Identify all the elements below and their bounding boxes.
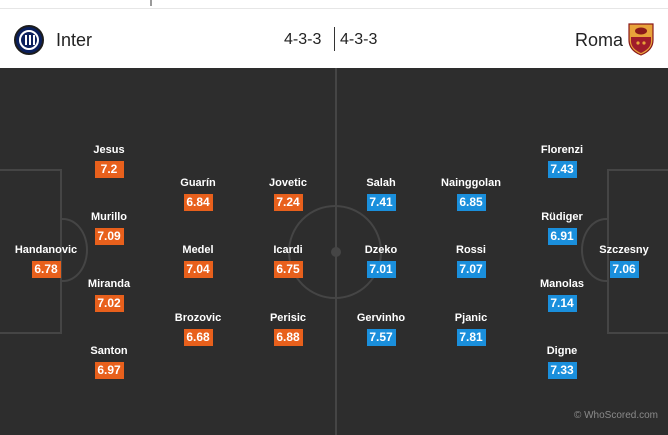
player-rating: 7.14 <box>547 295 577 312</box>
player-card[interactable]: Jovetic 7.24 <box>248 177 328 211</box>
player-rating: 6.88 <box>273 329 303 346</box>
player-rating: 6.85 <box>456 194 486 211</box>
player-card[interactable]: Guarín 6.84 <box>158 177 238 211</box>
away-formation: 4-3-3 <box>340 31 378 48</box>
player-name: Rüdiger <box>541 211 583 223</box>
player-card[interactable]: Dzeko 7.01 <box>341 244 421 278</box>
roma-crest-icon <box>628 23 654 56</box>
player-card[interactable]: Miranda 7.02 <box>69 278 149 312</box>
player-rating: 7.09 <box>94 228 124 245</box>
formation-divider <box>334 27 335 51</box>
player-card[interactable]: Brozovic 6.68 <box>158 312 238 346</box>
player-rating: 7.02 <box>94 295 124 312</box>
player-name: Santon <box>90 345 128 357</box>
player-name: Guarín <box>180 177 216 189</box>
player-rating: 7.41 <box>366 194 396 211</box>
player-rating: 7.07 <box>456 261 486 278</box>
player-rating: 7.04 <box>183 261 213 278</box>
player-card[interactable]: Pjanic 7.81 <box>431 312 511 346</box>
player-card[interactable]: Santon 6.97 <box>69 345 149 379</box>
player-card[interactable]: Perisic 6.88 <box>248 312 328 346</box>
player-name: Nainggolan <box>441 177 501 189</box>
player-name: Perisic <box>269 312 307 324</box>
player-card[interactable]: Jesus 7.2 <box>69 144 149 178</box>
player-card[interactable]: Rossi 7.07 <box>431 244 511 278</box>
player-card[interactable]: Nainggolan 6.85 <box>431 177 511 211</box>
player-card[interactable]: Rüdiger 6.91 <box>522 211 602 245</box>
player-name: Handanovic <box>14 244 78 256</box>
center-circle <box>288 205 382 299</box>
player-name: Dzeko <box>364 244 398 256</box>
penalty-box-right <box>607 169 668 334</box>
player-rating: 7.2 <box>94 161 124 178</box>
penalty-box-left <box>0 169 62 334</box>
center-spot <box>331 247 341 257</box>
player-name: Manolas <box>539 278 584 290</box>
watermark: © WhoScored.com <box>573 410 658 421</box>
player-rating: 6.75 <box>273 261 303 278</box>
player-rating: 6.91 <box>547 228 577 245</box>
player-name: Medel <box>182 244 214 256</box>
player-rating: 7.57 <box>366 329 396 346</box>
player-name: Gervinho <box>356 312 406 324</box>
player-card[interactable]: Salah 7.41 <box>341 177 421 211</box>
player-card[interactable]: Florenzi 7.43 <box>522 144 602 178</box>
player-name: Brozovic <box>174 312 222 324</box>
player-card[interactable]: Icardi 6.75 <box>248 244 328 278</box>
tab-fragment <box>150 0 152 6</box>
player-name: Szczesny <box>599 244 649 256</box>
pitch: Jesus 7.2 Murillo 7.09 Handanovic 6.78 M… <box>0 68 668 435</box>
player-rating: 7.33 <box>547 362 577 379</box>
player-card[interactable]: Manolas 7.14 <box>522 278 602 312</box>
home-formation: 4-3-3 <box>284 31 322 48</box>
player-rating: 7.06 <box>609 261 639 278</box>
player-card[interactable]: Szczesny 7.06 <box>584 244 664 278</box>
player-name: Jovetic <box>269 177 307 189</box>
player-rating: 6.68 <box>183 329 213 346</box>
home-team-name[interactable]: Inter <box>56 30 93 50</box>
player-rating: 7.01 <box>366 261 396 278</box>
player-rating: 7.43 <box>547 161 577 178</box>
player-name: Murillo <box>90 211 128 223</box>
player-name: Florenzi <box>540 144 584 156</box>
player-name: Pjanic <box>454 312 488 324</box>
player-rating: 7.24 <box>273 194 303 211</box>
player-name: Salah <box>366 177 396 189</box>
player-name: Icardi <box>273 244 303 256</box>
match-header: Inter 4-3-3 4-3-3 Roma <box>0 8 668 68</box>
player-card[interactable]: Murillo 7.09 <box>69 211 149 245</box>
inter-crest-icon <box>14 25 44 55</box>
player-name: Rossi <box>456 244 486 256</box>
player-rating: 6.97 <box>94 362 124 379</box>
player-card[interactable]: Handanovic 6.78 <box>6 244 86 278</box>
away-team-name[interactable]: Roma <box>575 30 624 50</box>
player-rating: 7.81 <box>456 329 486 346</box>
player-card[interactable]: Gervinho 7.57 <box>341 312 421 346</box>
player-rating: 6.84 <box>183 194 213 211</box>
player-name: Digne <box>546 345 578 357</box>
player-rating: 6.78 <box>31 261 61 278</box>
player-card[interactable]: Digne 7.33 <box>522 345 602 379</box>
player-name: Jesus <box>93 144 125 156</box>
top-strip <box>0 0 668 8</box>
player-name: Miranda <box>87 278 131 290</box>
player-card[interactable]: Medel 7.04 <box>158 244 238 278</box>
